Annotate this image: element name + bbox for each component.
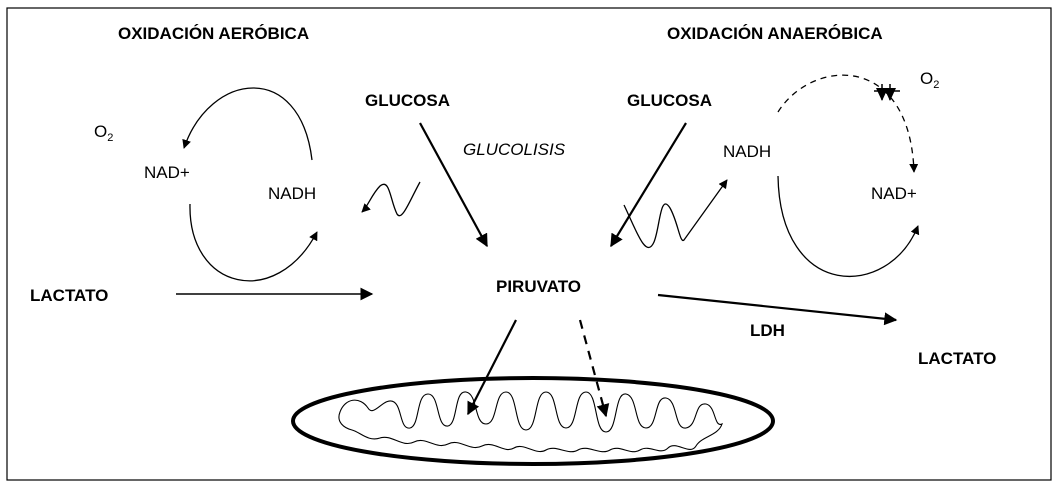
pyruvate-to-lactate-arrow: [658, 295, 896, 320]
left-wave-icon: [362, 182, 420, 216]
right-wave-icon: [624, 180, 727, 247]
pyruvate-to-mitochondrion-arrow: [468, 320, 516, 414]
ldh-label: LDH: [750, 321, 785, 340]
left-nad-plus-label: NAD+: [144, 163, 190, 182]
left-cycle-top-arrow: [184, 88, 312, 160]
diagram-frame: [7, 8, 1051, 480]
lactate-in-label: LACTATO: [30, 286, 108, 305]
right-o2-label: O2: [920, 69, 939, 91]
mitochondrion-icon: [293, 378, 773, 464]
left-nadh-label: NADH: [268, 184, 316, 203]
glycolysis-label: GLUCOLISIS: [463, 140, 566, 159]
glucose-left-label: GLUCOSA: [365, 91, 450, 110]
glucose-right-arrow: [611, 123, 686, 246]
left-o2-label: O2: [94, 122, 113, 144]
glucose-right-label: GLUCOSA: [627, 91, 712, 110]
aerobic-header: OXIDACIÓN AERÓBICA: [118, 24, 309, 43]
pyruvate-label: PIRUVATO: [496, 277, 581, 296]
anaerobic-header: OXIDACIÓN ANAERÓBICA: [667, 24, 883, 43]
lactate-out-label: LACTATO: [918, 349, 996, 368]
pyruvate-to-mitochondrion-dashed-arrow: [580, 320, 606, 416]
right-nadh-label: NADH: [723, 142, 771, 161]
left-cycle-bottom-arrow: [190, 204, 317, 281]
right-nad-plus-label: NAD+: [871, 184, 917, 203]
